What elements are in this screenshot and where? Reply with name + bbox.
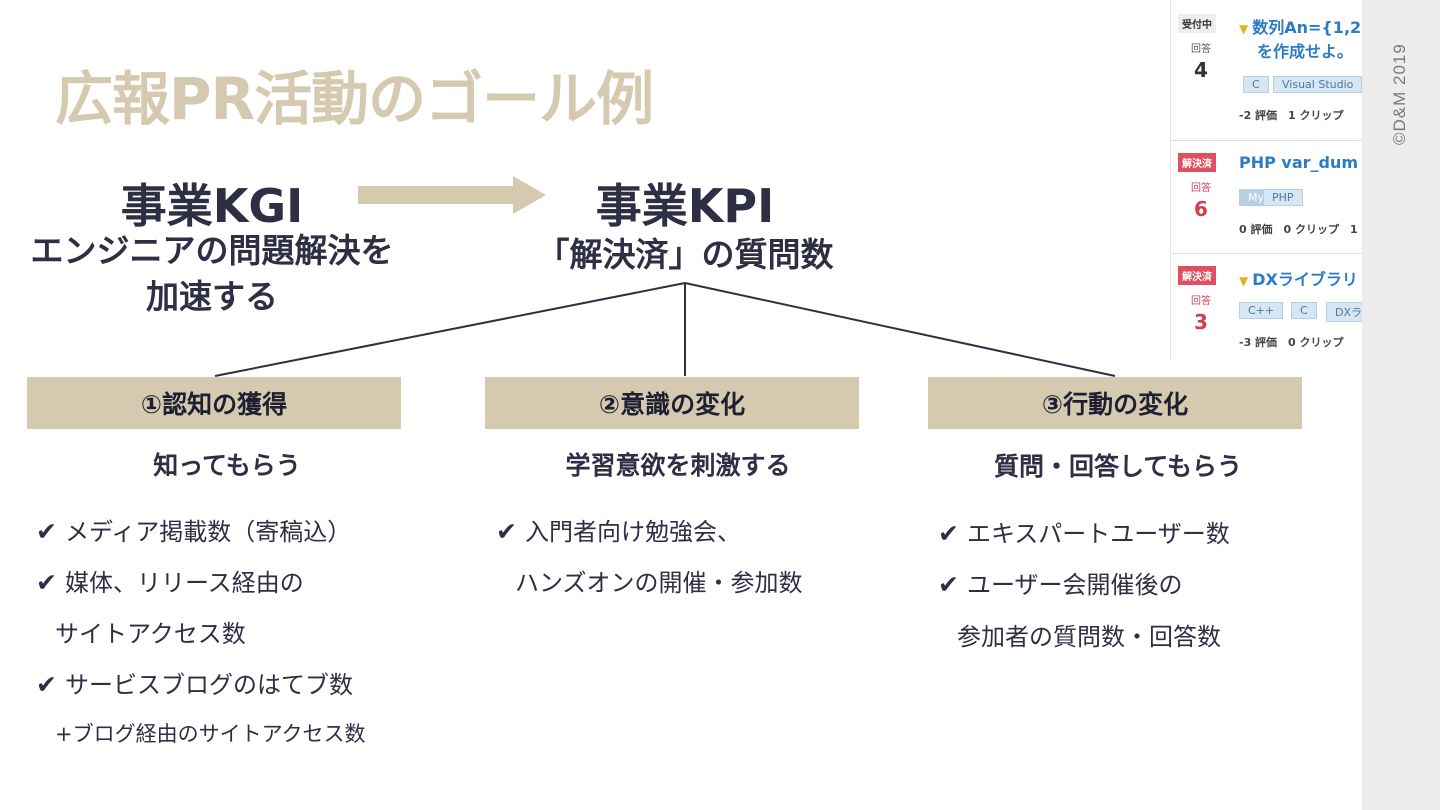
beginner-mark-icon: ▼ (1239, 22, 1249, 36)
qa-item: 解決済 回答 3 ▼DXライブラリ C++ C DXラ -3 評価 0 クリップ (1171, 254, 1363, 360)
check-icon: ✔ (36, 670, 57, 699)
list-item-label: サービスブログのはてブ数 (64, 671, 353, 699)
list-item-continuation: 参加者の質問数・回答数 (957, 623, 1221, 651)
question-title: ▼数列An={1,2 (1239, 18, 1362, 37)
qa-item: 解決済 回答 6 PHP var_dum My PHP 0 評価 0 クリップ … (1171, 141, 1363, 254)
list-item-label: 媒体、リリース経由の (64, 569, 304, 597)
tag: Visual Studio (1273, 76, 1363, 93)
tag: DXラ (1326, 302, 1363, 322)
category-action: ③行動の変化 (928, 377, 1302, 429)
list-item-label: ユーザー会開催後の (966, 571, 1183, 599)
check-icon: ✔ (496, 517, 517, 546)
copyright-text: ©D&M 2019 (1390, 43, 1409, 145)
question-stats: -3 評価 0 クリップ (1239, 336, 1344, 349)
list-item-continuation: ハンズオンの開催・参加数 (515, 569, 803, 597)
list-item: ✔メディア掲載数（寄稿込） (36, 512, 351, 547)
list-item: ✔エキスパートユーザー数 (938, 514, 1230, 549)
answer-count: 3 (1194, 310, 1208, 334)
status-badge: 受付中 (1178, 14, 1216, 33)
question-title: ▼DXライブラリ (1239, 270, 1358, 289)
category-mindset: ②意識の変化 (485, 377, 859, 429)
copyright: ©D&M 2019 (1378, 30, 1424, 160)
answer-label: 回答 (1191, 296, 1211, 307)
tag: C++ (1239, 302, 1284, 319)
answer-count: 6 (1194, 197, 1208, 221)
check-icon: ✔ (36, 568, 57, 597)
answer-label: 回答 (1191, 44, 1211, 55)
question-stats: -2 評価 1 クリップ (1239, 109, 1344, 122)
list-item-continuation: サイトアクセス数 (55, 620, 246, 648)
qa-list-screenshot: 受付中 回答 4 ▼数列An={1,2 を作成せよ。 C Visual Stud… (1170, 0, 1363, 360)
answer-label: 回答 (1191, 183, 1211, 194)
list-item-label: 入門者向け勉強会、 (524, 518, 741, 546)
check-icon: ✔ (36, 517, 57, 546)
check-icon: ✔ (938, 519, 959, 548)
qa-item: 受付中 回答 4 ▼数列An={1,2 を作成せよ。 C Visual Stud… (1171, 0, 1363, 141)
list-item-note: +ブログ経由のサイトアクセス数 (55, 722, 366, 746)
list-item: ✔サービスブログのはてブ数 (36, 665, 353, 700)
side-strip (1362, 0, 1440, 810)
question-title: PHP var_dum (1239, 153, 1359, 172)
beginner-mark-icon: ▼ (1239, 274, 1249, 288)
check-icon: ✔ (938, 570, 959, 599)
status-badge: 解決済 (1178, 266, 1216, 285)
slide-title: 広報PR活動のゴール例 (55, 65, 654, 133)
subtitle-awareness: 知ってもらう (153, 451, 301, 480)
tag: PHP (1263, 189, 1303, 206)
kpi-title: 事業KPI (595, 179, 775, 233)
kgi-title: 事業KGI (120, 179, 304, 233)
tag: C (1243, 76, 1269, 93)
question-stats: 0 評価 0 クリップ 1 (1239, 223, 1358, 236)
status-badge: 解決済 (1178, 153, 1216, 172)
kgi-description: エンジニアの問題解決を 加速する (20, 228, 404, 320)
arrow-right-icon (358, 176, 546, 214)
list-item: ✔媒体、リリース経由の (36, 563, 304, 598)
list-item: ✔入門者向け勉強会、 (496, 512, 741, 547)
answer-count: 4 (1194, 58, 1208, 82)
category-awareness: ①認知の獲得 (27, 377, 401, 429)
subtitle-mindset: 学習意欲を刺激する (565, 451, 791, 480)
question-title-line2: を作成せよ。 (1257, 42, 1354, 61)
kgi-desc-line2: 加速する (146, 277, 278, 316)
kgi-desc-line1: エンジニアの問題解決を (30, 231, 394, 270)
list-item-label: メディア掲載数（寄稿込） (64, 518, 352, 546)
subtitle-action: 質問・回答してもらう (993, 452, 1242, 481)
list-item-label: エキスパートユーザー数 (966, 520, 1230, 548)
list-item: ✔ユーザー会開催後の (938, 565, 1182, 600)
kpi-description: 「解決済」の質問数 (536, 235, 834, 274)
tag: C (1291, 302, 1317, 319)
